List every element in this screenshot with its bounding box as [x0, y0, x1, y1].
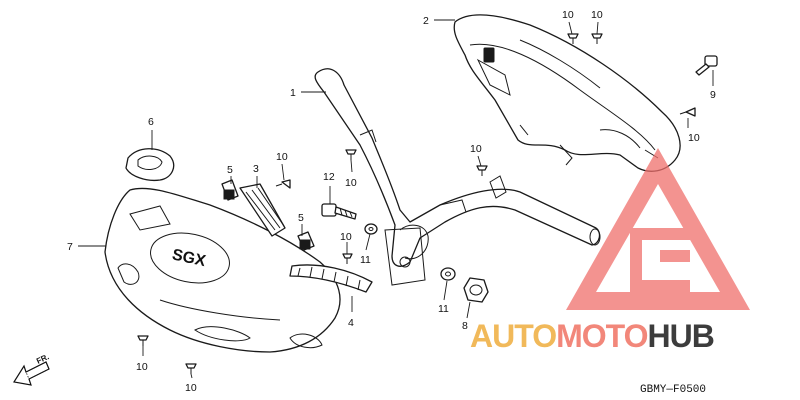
- callout-7: 7: [67, 241, 73, 253]
- callout-10-i: 10: [185, 382, 197, 394]
- callout-9: 9: [710, 89, 716, 101]
- watermark-part-hub: HUB: [647, 318, 713, 354]
- watermark-text: AUTOMOTOHUB: [470, 318, 714, 354]
- diagram-code: GBMY—F0500: [640, 384, 706, 396]
- callout-3: 3: [253, 163, 259, 175]
- watermark-part-auto: AUTO: [470, 318, 556, 354]
- callout-labels: 1 2 3 4 5 5 6 7 8 9 10 10 10 10 10 10 10…: [67, 9, 716, 394]
- callout-2: 2: [423, 15, 429, 27]
- direction-label: FR.: [35, 352, 50, 366]
- callout-12: 12: [323, 171, 335, 183]
- washer-lower: [440, 267, 456, 281]
- callout-6: 6: [148, 116, 154, 128]
- front-handlebar-cover: SGX: [104, 187, 341, 353]
- callout-11-a: 11: [360, 254, 371, 266]
- callout-10-a: 10: [562, 9, 574, 21]
- watermark-part-moto: MOTO: [556, 318, 648, 354]
- clip-upper: [221, 179, 239, 201]
- callout-10-h: 10: [136, 361, 148, 373]
- handlebar-pipe: [314, 68, 601, 286]
- screw-9: [695, 55, 718, 76]
- callout-10-c: 10: [688, 132, 700, 144]
- callout-10-d: 10: [276, 151, 288, 163]
- clip-lower: [297, 231, 315, 251]
- rear-handlebar-cover: [453, 14, 681, 172]
- callout-5-upper: 5: [227, 164, 233, 176]
- screw-10-group: [137, 33, 696, 374]
- rear-grille: [239, 183, 286, 237]
- washer-upper: [364, 223, 378, 235]
- callout-10-e: 10: [345, 177, 357, 189]
- arrow-icon: [13, 361, 50, 386]
- cap-nut: [463, 277, 489, 303]
- callout-5-lower: 5: [298, 212, 304, 224]
- cover-logo-label: SGX: [171, 246, 208, 270]
- callout-10-f: 10: [470, 143, 482, 155]
- watermark-logo: [566, 148, 750, 310]
- front-direction-arrow: FR.: [13, 352, 51, 386]
- callout-10-g: 10: [340, 231, 352, 243]
- handlebar-bolt: [321, 203, 357, 220]
- grommet: [125, 148, 175, 182]
- callout-11-b: 11: [438, 303, 449, 315]
- callout-10-b: 10: [591, 9, 603, 21]
- leader-lines: [78, 19, 714, 379]
- callout-8: 8: [462, 320, 468, 332]
- front-grille: [289, 264, 373, 293]
- callout-4: 4: [348, 317, 354, 329]
- callout-1: 1: [290, 87, 296, 99]
